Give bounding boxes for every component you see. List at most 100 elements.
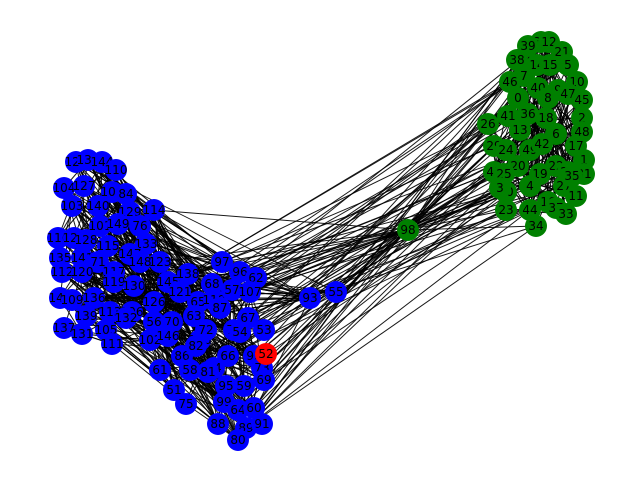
graph-node: 136 [83,287,105,309]
node-label: 72 [198,323,213,337]
node-label: 45 [574,93,589,107]
node-label: 15 [542,58,557,72]
node-circle [255,343,277,365]
node-label: 119 [103,275,126,289]
graph-node: 52 [255,343,277,365]
graph-edge [221,145,495,263]
node-circle [139,329,161,351]
node-label: 101 [89,219,112,233]
node-label: 149 [107,217,130,231]
graph-node: 148 [129,251,152,273]
graph-node: 133 [135,233,158,255]
graph-node: 71 [87,251,109,273]
node-circle [47,227,69,249]
graph-edge [237,93,569,411]
graph-edge [407,191,507,231]
node-circle [495,199,517,221]
graph-node: 15 [539,54,561,76]
node-label: 6 [552,127,560,141]
node-label: 4 [526,179,534,193]
graph-edge [239,201,549,333]
node-circle [71,261,93,283]
node-circle [535,107,557,129]
node-label: 53 [256,323,271,337]
node-circle [97,235,119,257]
node-label: 24 [498,143,513,157]
nodes-layer: 3212392138141557461040947084541361822613… [47,31,595,451]
node-circle [105,159,127,181]
graph-node: 127 [73,175,95,197]
graph-node: 18 [535,107,557,129]
node-label: 75 [178,397,193,411]
node-label: 128 [75,233,98,247]
node-circle [571,89,593,111]
graph-node: 104 [53,177,76,199]
node-circle [253,369,275,391]
node-label: 26 [480,117,495,131]
node-label: 61 [152,363,167,377]
node-circle [101,333,123,355]
graph-node: 69 [253,369,275,391]
graph-edge [99,225,311,299]
node-circle [107,213,129,235]
node-label: 133 [135,237,158,251]
node-circle [129,251,151,273]
node-circle [215,375,237,397]
node-label: 114 [143,203,166,217]
node-circle [195,319,217,341]
graph-edge [407,187,501,231]
graph-node: 58 [179,359,201,381]
node-label: 51 [166,383,181,397]
graph-edge [261,117,547,369]
node-label: 68 [204,277,219,291]
node-circle [129,215,151,237]
node-label: 38 [509,53,524,67]
node-label: 71 [90,255,105,269]
graph-edge [187,64,538,275]
node-label: 103 [61,199,84,213]
node-label: 39 [520,39,535,53]
graph-node: 139 [75,305,97,327]
node-label: 64 [230,403,245,417]
graph-node: 128 [75,229,98,251]
graph-node: 140 [87,195,109,217]
node-label: 130 [123,279,146,293]
graph-node: 75 [175,393,197,415]
graph-node: 53 [253,319,275,341]
node-label: 55 [328,285,343,299]
node-circle [143,199,165,221]
node-circle [123,275,145,297]
node-circle [525,215,547,237]
node-label: 42 [534,137,549,151]
node-label: 20 [510,159,525,173]
node-label: 35 [564,169,579,183]
graph-node: 130 [123,275,146,297]
graph-node: 115 [97,235,119,257]
node-circle [115,183,137,205]
graph-edge [255,229,409,279]
node-label: 46 [502,75,517,89]
node-circle [537,87,559,109]
graph-node: 68 [201,273,223,295]
graph-edge [249,229,409,293]
graph-node: 101 [89,215,112,237]
node-label: 146 [157,329,180,343]
node-circle [397,219,419,241]
node-label: 102 [139,333,162,347]
node-label: 57 [224,283,239,297]
node-label: 17 [568,139,583,153]
graph-edge [407,145,495,231]
node-label: 148 [129,255,152,269]
graph-edge [407,209,507,231]
graph-edge [159,229,409,263]
node-circle [87,251,109,273]
graph-node: 110 [105,159,127,181]
graph-node: 149 [107,213,130,235]
node-label: 104 [53,181,76,195]
node-label: 97 [214,255,229,269]
node-label: 132 [115,311,138,325]
node-circle [557,54,579,76]
graph-node: 24 [495,139,517,161]
graph-edge [211,64,538,285]
node-circle [561,165,583,187]
